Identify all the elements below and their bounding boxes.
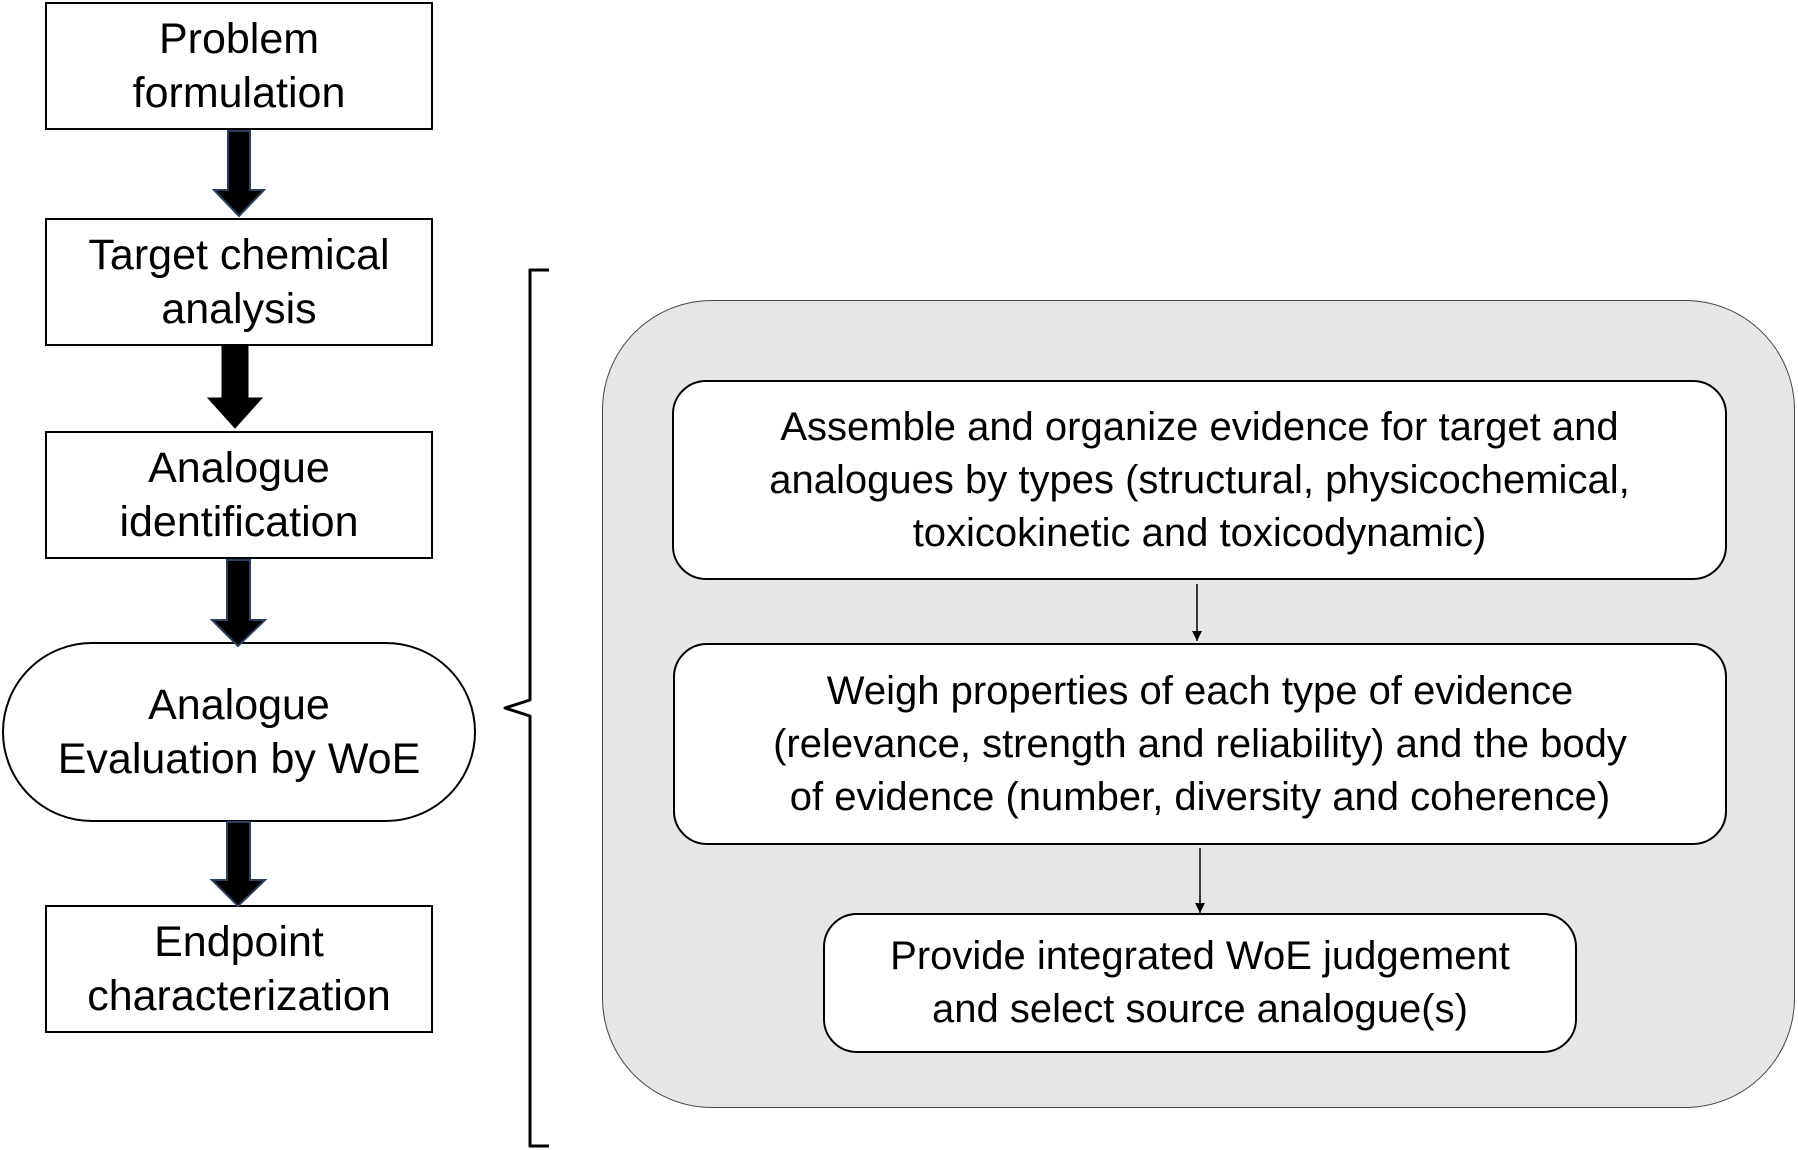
integrated-judgement-line-2: and select source analogue(s) xyxy=(932,987,1468,1031)
arrow-down-3 xyxy=(209,559,268,648)
endpoint-characterization-line-2: characterization xyxy=(87,972,391,1020)
endpoint-characterization-box: Endpoint characterization xyxy=(45,905,433,1033)
problem-formulation-line-2: formulation xyxy=(132,69,346,117)
problem-formulation-box: Problem formulation xyxy=(45,2,433,130)
assemble-evidence-line-1: Assemble and organize evidence for targe… xyxy=(780,404,1619,449)
weigh-properties-line-1: Weigh properties of each type of evidenc… xyxy=(826,668,1574,713)
analogue-identification-line-2: identification xyxy=(119,498,359,546)
integrated-judgement-line-1: Provide integrated WoE judgement xyxy=(890,934,1510,978)
assemble-evidence-box: Assemble and organize evidence for targe… xyxy=(672,380,1727,580)
assemble-evidence-line-3: toxicokinetic and toxicodynamic) xyxy=(912,510,1487,555)
weigh-properties-line-2: (relevance, strength and reliability) an… xyxy=(773,721,1627,766)
analogue-evaluation-line-1: Analogue xyxy=(148,681,330,729)
assemble-evidence-line-2: analogues by types (structural, physicoc… xyxy=(769,457,1630,502)
target-chemical-analysis-line-2: analysis xyxy=(161,285,317,333)
endpoint-characterization-line-1: Endpoint xyxy=(154,918,324,966)
arrow-down-1 xyxy=(211,130,267,218)
weigh-properties-box: Weigh properties of each type of evidenc… xyxy=(673,643,1727,845)
integrated-judgement-box: Provide integrated WoE judgement and sele… xyxy=(823,913,1577,1053)
arrow-down-4 xyxy=(209,821,268,908)
target-chemical-analysis-line-1: Target chemical xyxy=(88,231,390,279)
curly-bracket xyxy=(503,268,549,1148)
analogue-identification-line-1: Analogue xyxy=(148,444,330,492)
analogue-identification-box: Analogue identification xyxy=(45,431,433,559)
arrow-down-2 xyxy=(206,345,264,429)
analogue-evaluation-line-2: Evaluation by WoE xyxy=(57,735,421,783)
target-chemical-analysis-box: Target chemical analysis xyxy=(45,218,433,346)
problem-formulation-line-1: Problem xyxy=(158,15,320,63)
weigh-properties-line-3: of evidence (number, diversity and coher… xyxy=(789,774,1611,819)
